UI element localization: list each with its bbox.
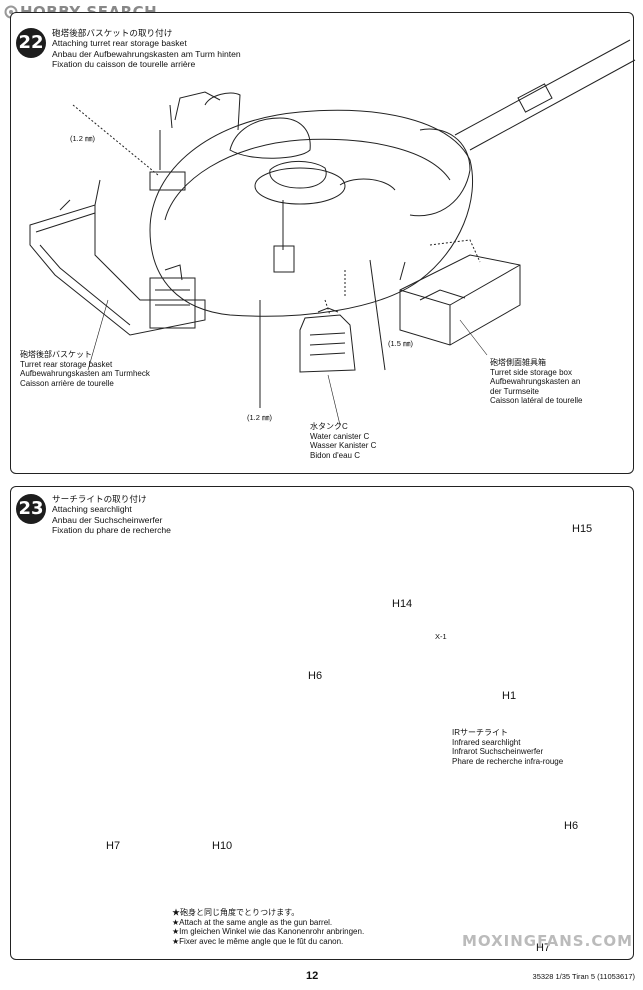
dim-label-3: (1.2 ㎜) [247,413,273,422]
canister-label: 水タンクC Water canister C Wasser Kanister C… [310,422,377,460]
dim-label-1: (1.2 ㎜) [70,134,96,143]
rear-basket-drawing [29,179,206,336]
kit-code: 35328 1/35 Tiran 5 (11053617) [532,972,635,981]
part-h7-inset: H7 [536,942,551,954]
step-22-number: 22 [16,28,46,58]
part-h15: H15 [572,523,593,535]
side-box-drawing [399,239,521,346]
page-number: 12 [306,970,319,982]
turret-drawing [72,39,636,408]
part-h1: H1 [502,690,517,702]
basket-label: 砲塔後部バスケット Turret rear storage basket Auf… [20,350,150,388]
part-h6: H6 [308,670,323,682]
water-canister-drawing [299,299,356,373]
watermark: MOXINGFANS.COM [461,932,633,950]
angle-note: ★砲身と同じ角度でとりつけます。 ★Attach at the same ang… [172,908,365,946]
side-box-label: 砲塔側面雑具箱 Turret side storage box Aufbewah… [490,358,583,406]
dim-label-2: (1.5 ㎜) [388,339,414,348]
part-h7: H7 [106,840,121,852]
step-23-panel [10,486,634,960]
part-h14: H14 [392,598,413,610]
step-22-title: 砲塔後部バスケットの取り付け Attaching turret rear sto… [52,28,241,70]
part-h6-inset: H6 [564,820,579,832]
step-23-title: サーチライトの取り付け Attaching searchlight Anbau … [52,494,171,536]
ir-searchlight-label: IRサーチライト Infrared searchlight Infrarot S… [452,728,564,766]
step-22-panel [10,12,634,474]
step-23-number: 23 [16,494,46,524]
part-x1: X-1 [435,632,447,641]
part-h10: H10 [212,840,233,852]
